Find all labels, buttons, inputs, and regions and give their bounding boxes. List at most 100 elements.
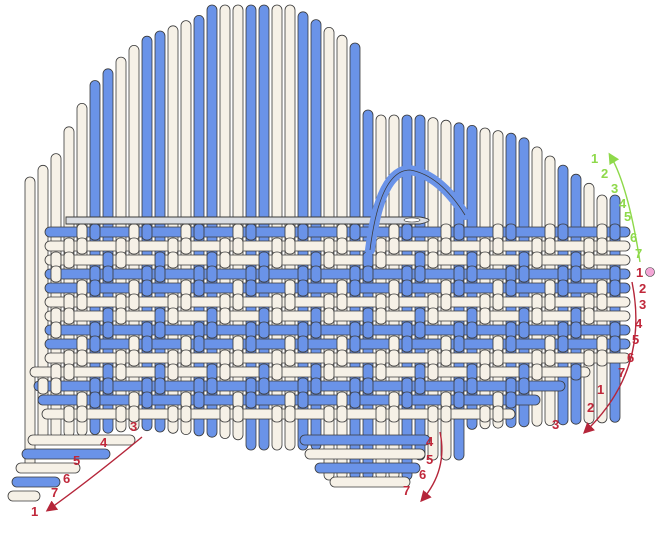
warp-overlap <box>245 335 257 353</box>
warp-overlap <box>440 293 452 311</box>
warp-overlap <box>557 223 569 241</box>
warp-overlap <box>479 307 491 325</box>
warp-overlap <box>180 293 192 311</box>
red-arrow-center <box>420 431 443 503</box>
warp-overlap <box>76 293 88 311</box>
warp-overlap <box>466 321 478 339</box>
label-green-2: 2 <box>601 166 608 181</box>
warp-overlap <box>583 307 595 325</box>
warp-overlap <box>479 405 491 423</box>
weft-row <box>314 462 421 474</box>
warp-overlap <box>375 307 387 325</box>
warp-overlap <box>232 405 244 423</box>
warp-overlap <box>466 265 478 283</box>
warp-overlap <box>89 279 101 297</box>
warp-overlap <box>180 405 192 423</box>
warp-overlap <box>89 335 101 353</box>
weft-row <box>7 490 41 502</box>
warp-overlap <box>128 293 140 311</box>
label-red-right-4: 4 <box>635 316 643 331</box>
label-green-6: 6 <box>630 230 637 245</box>
warp-overlap <box>50 377 62 395</box>
warp-overlap <box>505 223 517 241</box>
warp-overlap <box>219 363 231 381</box>
warp-overlap <box>258 377 270 395</box>
warp-overlap <box>596 349 608 367</box>
warp-overlap <box>297 279 309 297</box>
warp-overlap <box>128 405 140 423</box>
warp-overlap <box>414 377 426 395</box>
needle-shaft <box>65 216 430 225</box>
warp-overlap <box>115 307 127 325</box>
warp-overlap <box>453 391 465 409</box>
warp-overlap <box>492 237 504 255</box>
label-red-left-2: 5 <box>73 453 80 468</box>
warp-overlap <box>271 251 283 269</box>
warp-overlap <box>232 237 244 255</box>
warp-overlap <box>427 251 439 269</box>
warp-overlap <box>219 307 231 325</box>
warp-overlap <box>206 377 218 395</box>
curved-arrow-icon <box>45 152 655 512</box>
warp-overlap <box>505 279 517 297</box>
warp-overlap <box>141 391 153 409</box>
warp-overlap <box>206 265 218 283</box>
warp-overlap <box>375 363 387 381</box>
warp-overlap <box>336 405 348 423</box>
warp-overlap <box>258 321 270 339</box>
warp-overlap <box>76 349 88 367</box>
warp-overlap <box>531 307 543 325</box>
warp-overlap <box>89 223 101 241</box>
warp-overlap <box>115 251 127 269</box>
label-green-7: 7 <box>635 246 642 261</box>
weft-row <box>44 324 631 336</box>
warp-spoke <box>24 176 36 471</box>
green-arrow <box>608 152 641 263</box>
warp-overlap <box>193 279 205 297</box>
warp-overlap <box>531 363 543 381</box>
warp-overlap <box>518 377 530 395</box>
warp-overlap <box>102 377 114 395</box>
warp-overlap <box>63 251 75 269</box>
warp-overlap <box>154 321 166 339</box>
weft-row <box>11 476 61 488</box>
warp-overlap <box>180 237 192 255</box>
warp-overlap <box>63 363 75 381</box>
warp-overlap <box>193 223 205 241</box>
warp-overlap <box>154 265 166 283</box>
warp-overlap <box>349 335 361 353</box>
warp-overlap <box>453 223 465 241</box>
weft-row <box>44 268 631 280</box>
label-red-left-1: 4 <box>100 435 108 450</box>
warp-overlap <box>310 377 322 395</box>
warp-overlap <box>297 335 309 353</box>
warp-overlap <box>453 279 465 297</box>
weft-row <box>15 462 81 474</box>
label-red-left-0: 3 <box>130 419 137 434</box>
warp-overlap <box>505 391 517 409</box>
label-red-right-6: 6 <box>627 350 634 365</box>
warp-overlap <box>544 349 556 367</box>
warp-overlap <box>427 363 439 381</box>
warp-overlap <box>245 391 257 409</box>
warp-overlap <box>271 307 283 325</box>
weft-row <box>29 366 591 378</box>
warp-overlap <box>193 335 205 353</box>
warp-overlap <box>557 335 569 353</box>
warp-overlap <box>518 265 530 283</box>
warp-overlap <box>544 237 556 255</box>
label-red-right-2: 2 <box>639 281 646 296</box>
warp-overlap <box>349 391 361 409</box>
warp-overlap <box>89 391 101 409</box>
warp-overlap <box>63 307 75 325</box>
warp-overlap <box>544 293 556 311</box>
warp-spoke <box>362 109 374 481</box>
warp-overlap <box>336 237 348 255</box>
warp-overlap <box>141 279 153 297</box>
warp-overlap <box>297 223 309 241</box>
warp-spoke <box>609 194 621 423</box>
warp-overlap <box>609 335 621 353</box>
warp-overlap <box>388 293 400 311</box>
